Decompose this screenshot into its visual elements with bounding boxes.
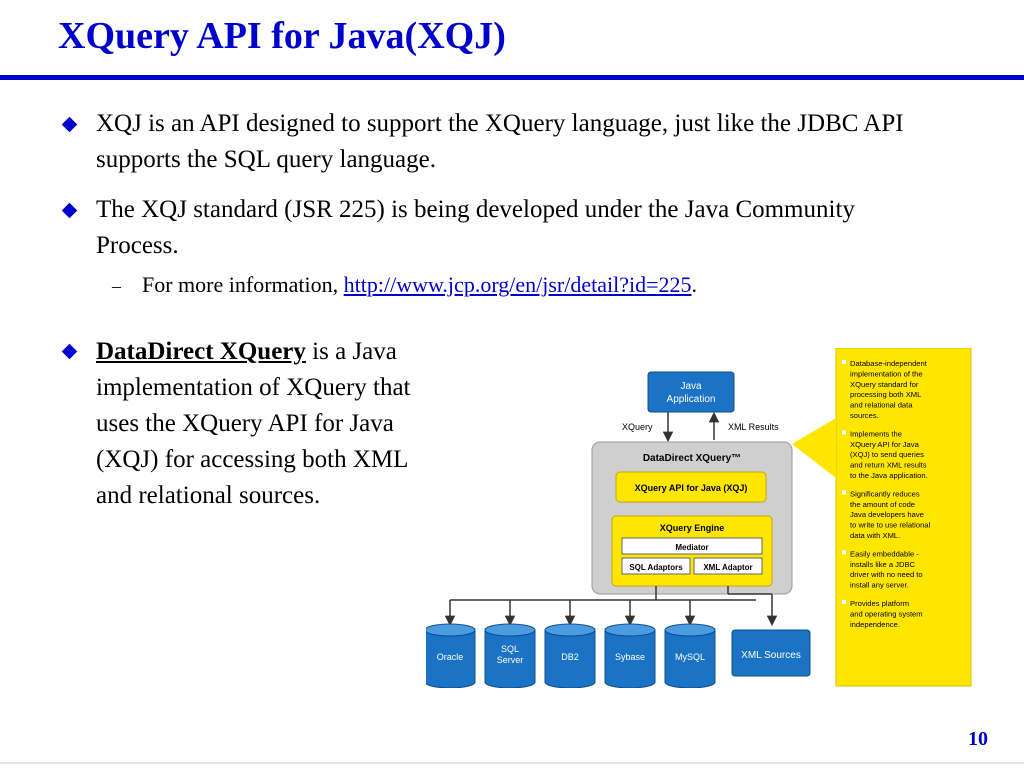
note-line: XQuery API for Java	[850, 440, 920, 449]
sub-bullet-prefix: For more information,	[142, 272, 344, 297]
note-bullet-icon	[842, 550, 846, 555]
note-line: and relational data	[850, 401, 913, 410]
java-app-line2: Application	[667, 394, 716, 405]
bullet-1-text: XQJ is an API designed to support the XQ…	[96, 110, 904, 173]
bullet-diamond-icon	[61, 343, 78, 360]
mediator-box	[621, 537, 763, 555]
xml-sources-label: XML Sources	[741, 650, 801, 661]
xquery-engine-label: XQuery Engine	[660, 523, 725, 533]
xqj-label: XQuery API for Java (XQJ)	[635, 483, 748, 493]
bottom-divider	[0, 762, 1024, 764]
note-bullet-icon	[842, 600, 846, 604]
datadirect-title: DataDirect XQuery™	[643, 453, 741, 464]
slide-title: XQuery API for Java(XQJ)	[58, 15, 506, 57]
xml-adaptor-label: XML Adaptor	[703, 563, 752, 572]
bullet-2-text: The XQJ standard (JSR 225) is being deve…	[96, 196, 855, 259]
title-divider	[0, 75, 1024, 80]
slide-number: 10	[968, 728, 988, 750]
note-line: install any server.	[850, 581, 909, 590]
database-label: MySQL	[675, 652, 705, 662]
xml-adaptor-box	[693, 557, 763, 575]
note-line: (XQJ) to send queries	[850, 450, 924, 459]
xqj-box	[615, 471, 767, 503]
note-line: installs like a JDBC	[850, 560, 916, 569]
sub-bullet-suffix: .	[691, 272, 698, 297]
note-line: Database-independent	[850, 359, 928, 368]
notes-pointer	[792, 418, 836, 478]
xml-sources-box	[731, 629, 811, 677]
database-cylinder: MySQL	[664, 623, 716, 688]
mediator-label: Mediator	[675, 543, 708, 552]
note-line: Provides platform	[850, 599, 909, 608]
bullet-3-text: is a Java implementation of XQuery that …	[96, 338, 411, 509]
bullet-1: XQJ is an API designed to support the XQ…	[96, 106, 936, 178]
database-label: DB2	[561, 652, 579, 662]
sub-bullet-dash-icon: –	[112, 276, 121, 296]
notes-panel	[835, 348, 972, 687]
sub-bullet: For more information, http://www.jcp.org…	[142, 270, 697, 300]
note-line: to write to use relational	[850, 521, 931, 530]
bullet-2: The XQJ standard (JSR 225) is being deve…	[96, 192, 916, 264]
note-line: Significantly reduces	[850, 489, 920, 498]
bullet-diamond-icon	[61, 202, 78, 219]
database-label: Oracle	[437, 652, 464, 662]
note-line: sources.	[850, 411, 879, 420]
note-bullet-icon	[842, 360, 846, 364]
jsr-link[interactable]: http://www.jcp.org/en/jsr/detail?id=225	[343, 272, 692, 297]
note-line: driver with no need to	[850, 570, 923, 579]
note-bullet-icon	[842, 430, 846, 435]
sql-adaptors-box	[621, 557, 691, 575]
note-line: independence.	[850, 620, 900, 629]
note-line: the amount of code	[850, 500, 915, 509]
database-label: Sybase	[615, 652, 645, 662]
note-line: to the Java application.	[850, 471, 928, 480]
sql-adaptors-label: SQL Adaptors	[629, 563, 683, 572]
database-cylinder: DB2	[544, 623, 596, 688]
note-line: and operating system	[850, 609, 923, 618]
connector-lines	[444, 586, 778, 627]
java-app-line1: Java	[680, 381, 702, 392]
database-label: Server	[497, 655, 524, 665]
bullet-3: DataDirect XQuery is a Java implementati…	[96, 334, 412, 514]
note-line: XQuery standard for	[850, 380, 919, 389]
note-line: Easily embeddable -	[850, 549, 919, 558]
note-line: Java developers have	[850, 510, 924, 519]
xquery-label: XQuery	[622, 422, 653, 432]
note-line: processing both XML	[850, 390, 921, 399]
database-label: SQL	[501, 644, 519, 654]
java-application-box	[647, 371, 735, 413]
database-cylinder: Oracle	[426, 623, 476, 688]
xml-results-label: XML Results	[728, 422, 779, 432]
database-cylinder: Sybase	[604, 623, 656, 688]
note-line: and return XML results	[850, 461, 927, 470]
note-line: data with XML.	[850, 531, 900, 540]
note-bullet-icon	[842, 490, 846, 495]
note-line: Implements the	[850, 429, 902, 438]
note-line: implementation of the	[850, 369, 923, 378]
datadirect-xquery-term: DataDirect XQuery	[96, 338, 306, 365]
bullet-diamond-icon	[61, 116, 78, 133]
